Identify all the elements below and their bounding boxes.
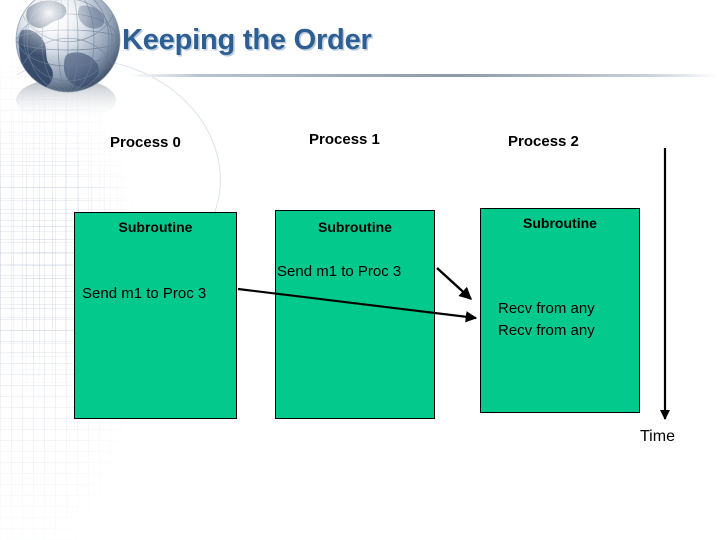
process-box-title-0: Subroutine [118, 219, 193, 235]
process-label-2: Process 2 [508, 133, 579, 150]
process-box-1 [275, 210, 435, 419]
page-title: Keeping the Order [122, 24, 372, 56]
time-axis-label: Time [640, 428, 675, 445]
process-0-send-statement: Send m1 to Proc 3 [82, 285, 207, 302]
process-label-0: Process 0 [110, 134, 181, 151]
process-2-recv-line-2: Recv from any [498, 322, 595, 339]
message-arrow-proc1-to-proc2 [436, 267, 472, 300]
globe-icon [6, 0, 136, 134]
process-box-title-2: Subroutine [523, 215, 597, 231]
process-label-1: Process 1 [309, 131, 380, 148]
process-2-recv-line-1: Recv from any [498, 300, 595, 317]
process-box-2 [480, 208, 640, 413]
title-divider [128, 74, 718, 77]
process-2-recv-statements: Recv from any Recv from any [498, 298, 595, 342]
process-box-0 [74, 212, 237, 419]
process-box-title-1: Subroutine [318, 219, 392, 235]
process-1-send-statement: Send m1 to Proc 3 [277, 263, 402, 280]
